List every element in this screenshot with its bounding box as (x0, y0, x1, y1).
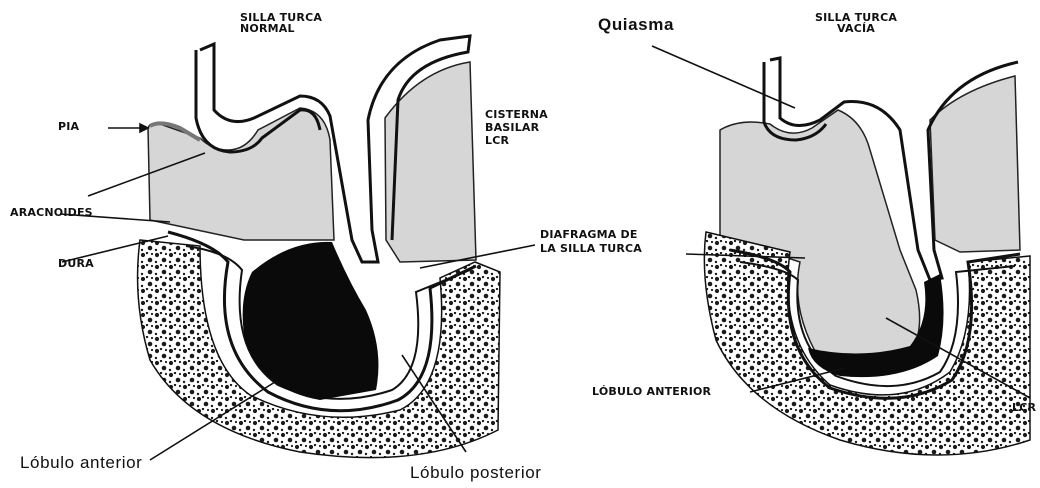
label-diafragma-line1: DIAFRAGMA DE (540, 228, 642, 242)
normal-sella-figure (138, 36, 500, 458)
label-aracnoides: ARACNOIDES (10, 207, 93, 218)
anterior-lobe-black (243, 242, 379, 400)
label-lobulo-anterior-empty: LÓBULO ANTERIOR (592, 386, 711, 397)
label-dura: DURA (58, 258, 94, 269)
label-diafragma: DIAFRAGMA DE LA SILLA TURCA (540, 228, 642, 257)
title-normal: SILLA TURCA NORMAL (240, 12, 322, 34)
label-lobulo-posterior: Lóbulo posterior (410, 464, 542, 481)
label-lcr-empty: LCR (1012, 402, 1036, 413)
label-cisterna-line1: CISTERNA (485, 108, 548, 121)
cisterna-right-gray (385, 62, 476, 262)
title-empty: SILLA TURCA VACÍA (815, 12, 897, 34)
title-normal-line2: NORMAL (240, 23, 322, 34)
label-pia: PIA (58, 121, 79, 132)
label-quiasma: Quiasma (598, 16, 674, 33)
label-cisterna-line3: LCR (485, 134, 548, 147)
label-cisterna: CISTERNA BASILAR LCR (485, 108, 548, 148)
title-empty-line2: VACÍA (815, 23, 897, 34)
label-lobulo-anterior: Lóbulo anterior (20, 454, 142, 471)
label-diafragma-line2: LA SILLA TURCA (540, 242, 642, 256)
label-cisterna-line2: BASILAR (485, 121, 548, 134)
